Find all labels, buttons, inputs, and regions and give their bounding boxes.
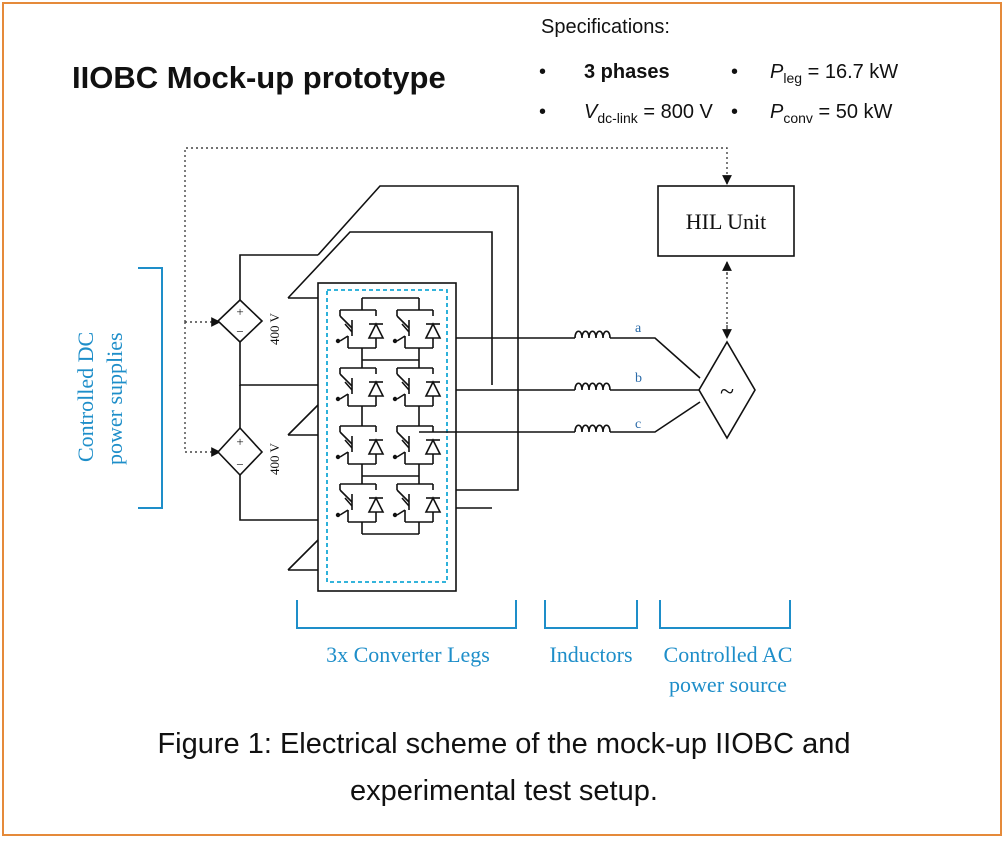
leg-frame-back (287, 404, 319, 436)
converter-legs-bracket (296, 600, 517, 629)
phase-wire-a (610, 337, 701, 379)
hil-unit-box (657, 185, 795, 257)
minus-sign: − (236, 324, 243, 339)
plus-sign: + (236, 304, 243, 319)
dc-wire (239, 254, 318, 300)
ac-source-label-line2: power source (669, 672, 787, 697)
voltage-label-top: 400 V (267, 312, 282, 345)
spec-bullet: • (539, 61, 546, 83)
ac-source-label-line1: Controlled AC (664, 642, 793, 667)
plus-sign: + (236, 434, 243, 449)
spec-bullet: • (731, 101, 738, 123)
dc-wire (239, 342, 318, 386)
minus-sign: − (236, 457, 243, 472)
leg-frame-back (287, 231, 493, 385)
dc-supplies-label-line1: Controlled DC (73, 332, 98, 462)
phase-label-b: b (635, 371, 642, 386)
control-signal-line (184, 322, 221, 457)
switch-cell-grid (334, 297, 441, 535)
converter-legs-label: 3x Converter Legs (326, 642, 490, 667)
figure-caption-line1: Figure 1: Electrical scheme of the mock-… (157, 728, 850, 760)
phase-label-a: a (635, 321, 642, 336)
leg-frame-back (317, 185, 519, 491)
ac-symbol: ~ (720, 377, 734, 406)
figure-caption-line2: experimental test setup. (350, 775, 658, 807)
converter-module (317, 282, 457, 592)
ac-source-bracket (659, 600, 791, 629)
dc-source-top (216, 298, 264, 344)
inductor-c (574, 424, 611, 433)
inductors-label: Inductors (549, 642, 632, 667)
control-signal-line (184, 147, 732, 322)
spec-bullet: • (731, 61, 738, 83)
dc-wire (239, 475, 318, 521)
spec-pconv: Pconv = 50 kW (770, 101, 893, 126)
spec-bullet: • (539, 101, 546, 123)
converter-module-dashed-outline (326, 289, 448, 583)
spec-pleg: Pleg = 16.7 kW (770, 61, 898, 86)
inductors-bracket (544, 600, 638, 629)
spec-vdc: Vdc-link = 800 V (584, 101, 714, 126)
phase-wire-c (610, 401, 701, 433)
spec-phases: 3 phases (584, 61, 670, 83)
phase-label-c: c (635, 417, 641, 432)
hil-unit-label: HIL Unit (686, 209, 766, 234)
page-title: IIOBC Mock-up prototype (72, 60, 446, 95)
ac-source (698, 340, 756, 440)
voltage-label-bottom: 400 V (267, 442, 282, 475)
dc-source-bottom (216, 426, 264, 477)
dc-supplies-bracket (138, 267, 163, 509)
inductor-b (574, 382, 611, 391)
dc-supplies-label-line2: power supplies (102, 332, 127, 465)
specs-heading: Specifications: (541, 16, 670, 38)
inductor-a (574, 330, 611, 339)
